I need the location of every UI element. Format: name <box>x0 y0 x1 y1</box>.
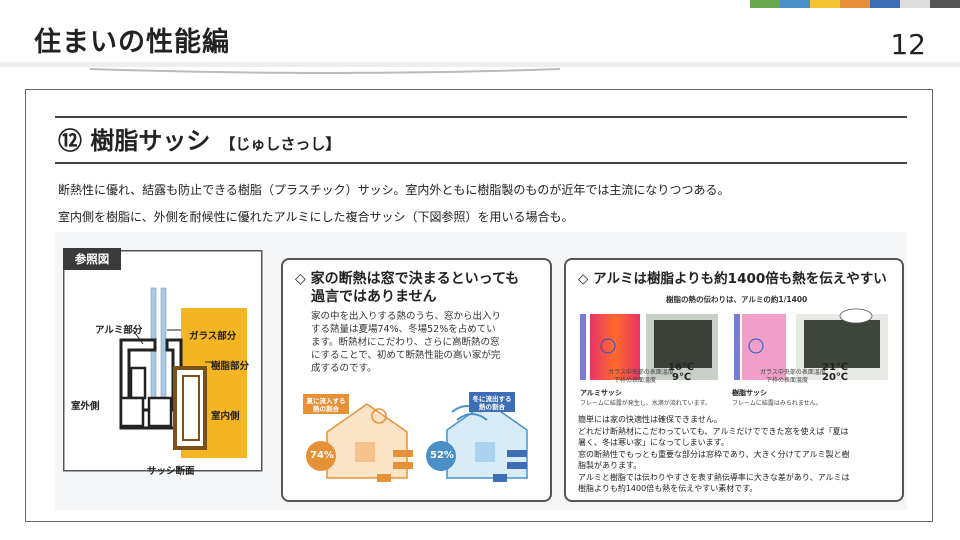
aluminum-frame-temp: 9℃ <box>672 372 692 383</box>
resin-glass-temp: 21℃ <box>822 362 849 373</box>
resin-part-label: 樹脂部分 <box>211 361 250 372</box>
figure-area: アルミ部分 ガラス部分 樹脂部分 室外側 室内側 サッシ断面 参照図 ◇ 家の断… <box>55 232 907 510</box>
section-top-rule <box>55 116 907 118</box>
card1-heading: ◇ 家の断熱は窓で決まるといっても 過言ではありません <box>295 271 520 305</box>
page-number: 12 <box>890 28 926 61</box>
resin-sash-title: 樹脂サッシ <box>732 389 767 397</box>
header-swoosh <box>0 62 960 74</box>
card2-subheading: 樹脂の熱の伝わりは、アルミの約1/1400 <box>666 295 808 304</box>
summer-percentage: 74% <box>310 450 334 461</box>
thermal-conductivity-card: ◇ アルミは樹脂よりも約1400倍も熱を伝えやすい 樹脂の熱の伝わりは、アルミの… <box>564 258 904 502</box>
summer-heat-tag: 夏に流入する熱の割合 <box>306 397 346 413</box>
resin-frame-temp: 20℃ <box>822 372 849 383</box>
aluminum-sash-note: フレームに結露が発生し、水滴が流れています。 <box>580 400 712 407</box>
description-line-2: 室内側を樹脂に、外側を耐候性に優れたアルミにした複合サッシ（下図参照）を用いる場… <box>58 210 574 224</box>
page-title: 住まいの性能編 <box>34 27 230 58</box>
card2-heading: ◇ アルミは樹脂よりも約1400倍も熱を伝えやすい <box>578 271 887 287</box>
card1-body: 家の中を出入りする熱のうち、窓から出入りする熱量は夏場74%、冬場52%を占めて… <box>311 311 502 374</box>
glass-part-label: ガラス部分 <box>189 331 237 342</box>
section-bottom-rule <box>55 162 907 164</box>
resin-temp-label-1: ガラス中央部の表面温度 <box>760 369 826 376</box>
outdoor-side-label: 室外側 <box>71 401 100 412</box>
heat-flow-illustration <box>303 392 528 482</box>
aluminum-temp-label-1: ガラス中央部の表面温度 <box>608 369 674 376</box>
description-line-1: 断熱性に優れ、結露も防止できる樹脂（プラスチック）サッシ。室内外ともに樹脂製のも… <box>58 183 730 197</box>
aluminum-glass-temp: 16℃ <box>668 362 695 373</box>
sash-section-label: サッシ断面 <box>147 466 195 477</box>
card2-body: 簡単には家の快適性は確保できません。どれだけ断熱材にこだわっていても、アルミだけ… <box>578 415 850 493</box>
aluminum-part-label: アルミ部分 <box>95 325 143 336</box>
sash-cross-section-diagram: アルミ部分 ガラス部分 樹脂部分 室外側 室内側 サッシ断面 <box>63 250 321 498</box>
resin-temp-label-2: 下枠の表面温度 <box>766 377 809 384</box>
section-reading: 【じゅしさっし】 <box>220 135 341 153</box>
window-insulation-card: ◇ 家の断熱は窓で決まるといっても 過言ではありません 家の中を出入りする熱のう… <box>281 258 552 502</box>
thermal-images <box>580 308 888 380</box>
aluminum-sash-title: アルミサッシ <box>580 389 622 397</box>
aluminum-temp-label-2: 下枠の表面温度 <box>614 377 657 384</box>
resin-sash-note: フレームに結露はみられません。 <box>732 400 822 407</box>
section-title: ⑫ 樹脂サッシ 【じゅしさっし】 <box>58 121 340 156</box>
winter-heat-tag: 冬に流出する熱の割合 <box>472 395 512 411</box>
indoor-side-label: 室内側 <box>211 411 240 422</box>
reference-figure-badge: 参照図 <box>63 248 121 270</box>
accent-color-bar <box>750 0 960 8</box>
section-name: ⑫ 樹脂サッシ <box>58 127 211 155</box>
winter-percentage: 52% <box>430 450 454 461</box>
